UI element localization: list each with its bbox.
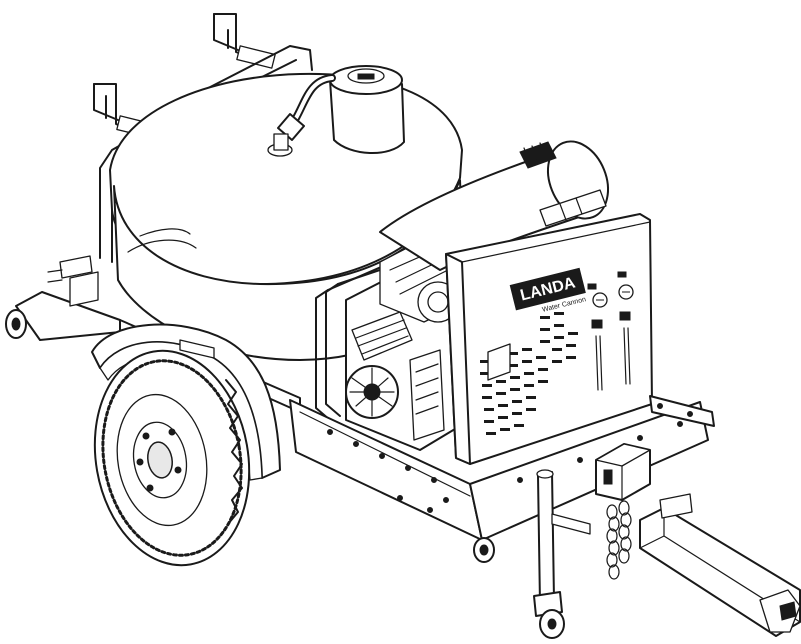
burner-coil-housing <box>379 140 609 271</box>
cabinet-vents <box>480 312 578 435</box>
switch-label <box>591 319 603 329</box>
tongue-jack <box>533 469 591 639</box>
switch-label <box>619 311 631 321</box>
control-cabinet: LANDA Water Cannon <box>445 213 653 465</box>
wheel-hub <box>147 441 173 479</box>
jack-handle <box>551 513 591 535</box>
tank-fill-cap <box>329 65 405 154</box>
supply-hose <box>267 74 336 157</box>
safety-chains <box>606 500 632 580</box>
hitch-coupler <box>759 589 801 633</box>
battery-box <box>595 443 651 501</box>
hose-fitting <box>59 255 93 279</box>
trailer-tongue <box>639 493 801 637</box>
trailer-wheel <box>93 349 251 567</box>
cabinet-handle <box>487 343 511 381</box>
